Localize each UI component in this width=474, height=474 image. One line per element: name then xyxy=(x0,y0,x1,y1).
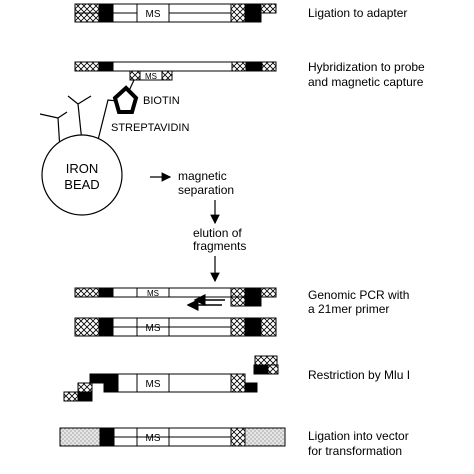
step-label-5-line1: Ligation into vector xyxy=(308,429,409,443)
streptavidin-label: STREPTAVIDIN xyxy=(111,122,189,134)
ms-label-4: MS xyxy=(146,379,161,390)
step-label-4: Restriction by Mlu I xyxy=(308,368,410,382)
construct-row-5: MS xyxy=(59,427,286,447)
step-label-2-line1: Hybridization to probe xyxy=(308,60,425,74)
elution-label-line2: fragments xyxy=(193,239,246,253)
construct-row-2: MS xyxy=(74,61,277,81)
biotin-label: BIOTIN xyxy=(143,95,180,107)
step-label-3-line1: Genomic PCR with xyxy=(308,288,409,302)
construct-row-1: MS xyxy=(74,3,277,23)
separation-label-line1: magnetic xyxy=(178,169,227,183)
separation-label-line2: separation xyxy=(178,183,234,197)
construct-row-4: MS xyxy=(63,355,279,402)
ms-label-3b: MS xyxy=(146,323,161,334)
step-label-2-line2: and magnetic capture xyxy=(308,75,424,89)
construct-row-3b: MS xyxy=(74,317,277,337)
iron-bead xyxy=(41,134,123,216)
ms-label-3a: MS xyxy=(147,289,159,298)
biotin-molecule xyxy=(112,79,139,114)
step-label-5-line2: for transformation xyxy=(308,444,402,458)
bead-label-line1: IRON xyxy=(66,161,99,176)
ms-label-1: MS xyxy=(146,9,161,20)
step-label-1: Ligation to adapter xyxy=(308,6,407,20)
construct-row-3a: MS xyxy=(74,287,277,311)
ms-label-probe: MS xyxy=(145,72,157,81)
streptavidin-molecule xyxy=(39,95,118,151)
elution-label-line1: elution of xyxy=(193,226,242,240)
step-label-3-line2: a 21mer primer xyxy=(308,302,389,316)
ms-label-5: MS xyxy=(146,433,161,444)
bead-label-line2: BEAD xyxy=(64,177,99,192)
